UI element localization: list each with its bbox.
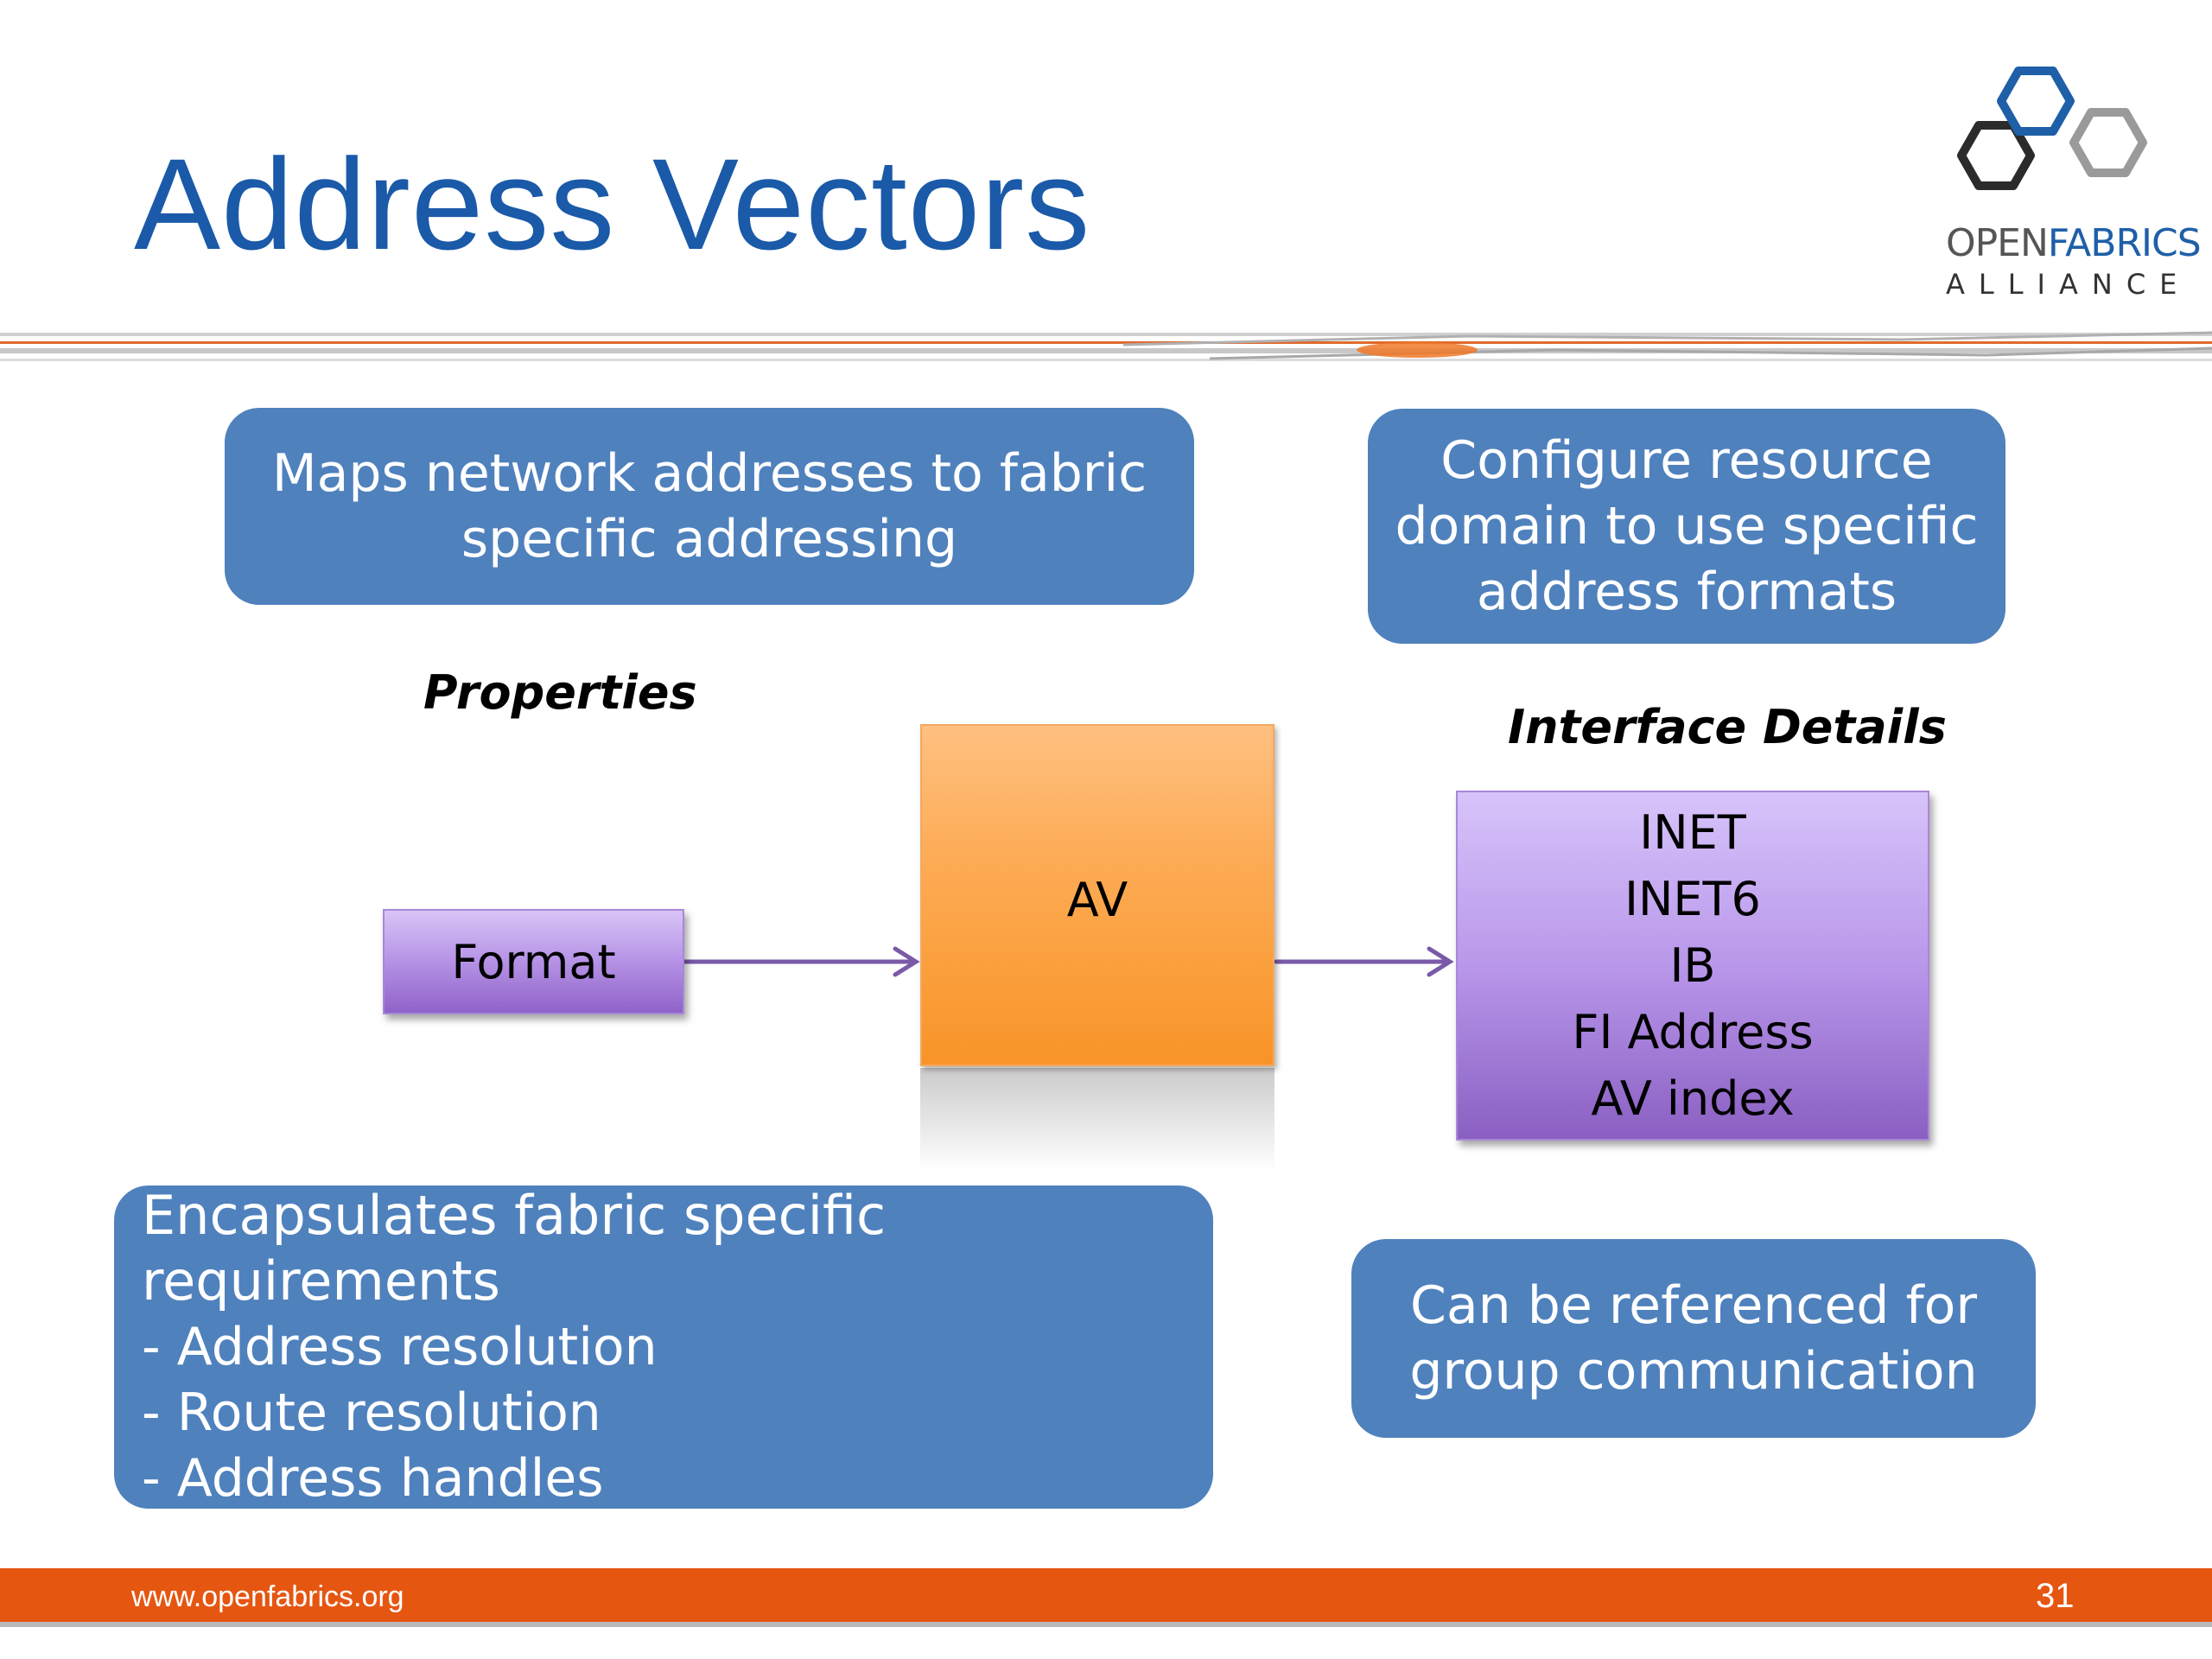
callout-encapsulates-requirements: Encapsulates fabric specific requirement… xyxy=(114,1184,1213,1509)
header-rule xyxy=(0,331,2212,361)
logo-word-fabrics: FABRICS xyxy=(2047,221,2202,265)
interface-item: INET6 xyxy=(1624,872,1761,926)
page-number: 31 xyxy=(2036,1577,2075,1615)
arrow-av-to-interface xyxy=(1274,946,1454,977)
callout-list-item: - Address resolution xyxy=(142,1317,658,1377)
logo-wordmark: OPENFABRICS xyxy=(1946,221,2202,265)
slide-title: Address Vectors xyxy=(134,131,1091,276)
openfabrics-logo: OPENFABRICS ALLIANCE xyxy=(1936,60,2202,320)
interface-item: IB xyxy=(1669,938,1716,993)
hexagon-logo-icon xyxy=(1957,67,2147,190)
interface-item: INET xyxy=(1639,805,1746,860)
av-box: AV xyxy=(920,724,1274,1066)
interface-item: FI Address xyxy=(1572,1005,1814,1059)
callout-list-item: - Address handles xyxy=(142,1448,604,1509)
callout-line: specific addressing xyxy=(461,509,958,569)
callout-list-item: - Route resolution xyxy=(142,1382,601,1443)
callout-line: group communication xyxy=(1409,1341,1978,1402)
footer-url-link[interactable]: www.openfabrics.org xyxy=(131,1580,404,1613)
callout-line: Maps network addresses to fabric xyxy=(271,443,1147,504)
interface-item: AV index xyxy=(1591,1071,1795,1126)
callout-line: Configure resource xyxy=(1440,430,1933,491)
logo-word-alliance: ALLIANCE xyxy=(1946,268,2191,301)
interface-details-box: INET INET6 IB FI Address AV index xyxy=(1456,791,1929,1141)
callout-line: address formats xyxy=(1476,562,1897,622)
callout-heading: Encapsulates fabric specific requirement… xyxy=(142,1184,887,1313)
callout-group-communication: Can be referenced for group communicatio… xyxy=(1351,1239,2036,1438)
interface-details-label: Interface Details xyxy=(1508,700,1947,754)
callout-configure-domain: Configure resource domain to use specifi… xyxy=(1368,409,2005,644)
properties-label: Properties xyxy=(423,665,697,720)
callout-line: domain to use specific xyxy=(1395,496,1979,556)
callout-maps-addresses: Maps network addresses to fabric specifi… xyxy=(225,408,1194,605)
format-box: Format xyxy=(383,909,684,1014)
logo-word-open: OPEN xyxy=(1946,221,2049,265)
arrow-format-to-av xyxy=(680,946,920,977)
slide-footer: www.openfabrics.org 31 xyxy=(0,1568,2212,1627)
av-box-reflection xyxy=(920,1068,1274,1172)
callout-line: Can be referenced for xyxy=(1410,1275,1977,1336)
